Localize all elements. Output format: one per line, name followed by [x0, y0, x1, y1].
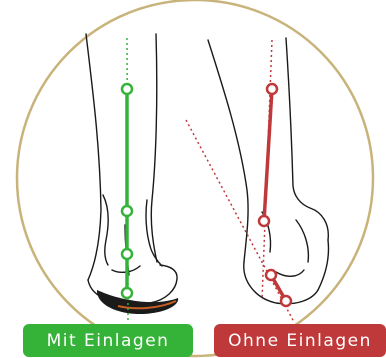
frame-circle: [17, 0, 373, 356]
left-joint-point: [122, 249, 132, 259]
right-joint-point: [267, 84, 277, 94]
label-with-insoles: Mit Einlagen: [23, 324, 193, 357]
left-joint-point: [122, 206, 132, 216]
left-leg-outline-left: [86, 34, 101, 280]
right-joint-point: [259, 216, 269, 226]
left-leg-outline-right: [151, 34, 157, 262]
left-joint-point: [122, 288, 132, 298]
right-joint-point: [281, 296, 291, 306]
right-heel-crease: [276, 270, 304, 276]
right-leg-outline-right: [286, 38, 328, 240]
left-ankle-detail-1: [103, 195, 108, 265]
right-heel-outline: [244, 240, 329, 304]
left-ankle-detail-2: [146, 200, 162, 266]
right-leg-outline-left: [208, 40, 248, 262]
right-ankle-detail-2: [296, 220, 308, 262]
left-insole: [97, 290, 178, 314]
right-axis-solid-upper: [264, 89, 272, 221]
left-joint-point: [122, 84, 132, 94]
label-without-insoles: Ohne Einlagen: [214, 324, 386, 357]
left-foot-with-insole: [86, 34, 177, 304]
right-joint-point: [266, 270, 276, 280]
